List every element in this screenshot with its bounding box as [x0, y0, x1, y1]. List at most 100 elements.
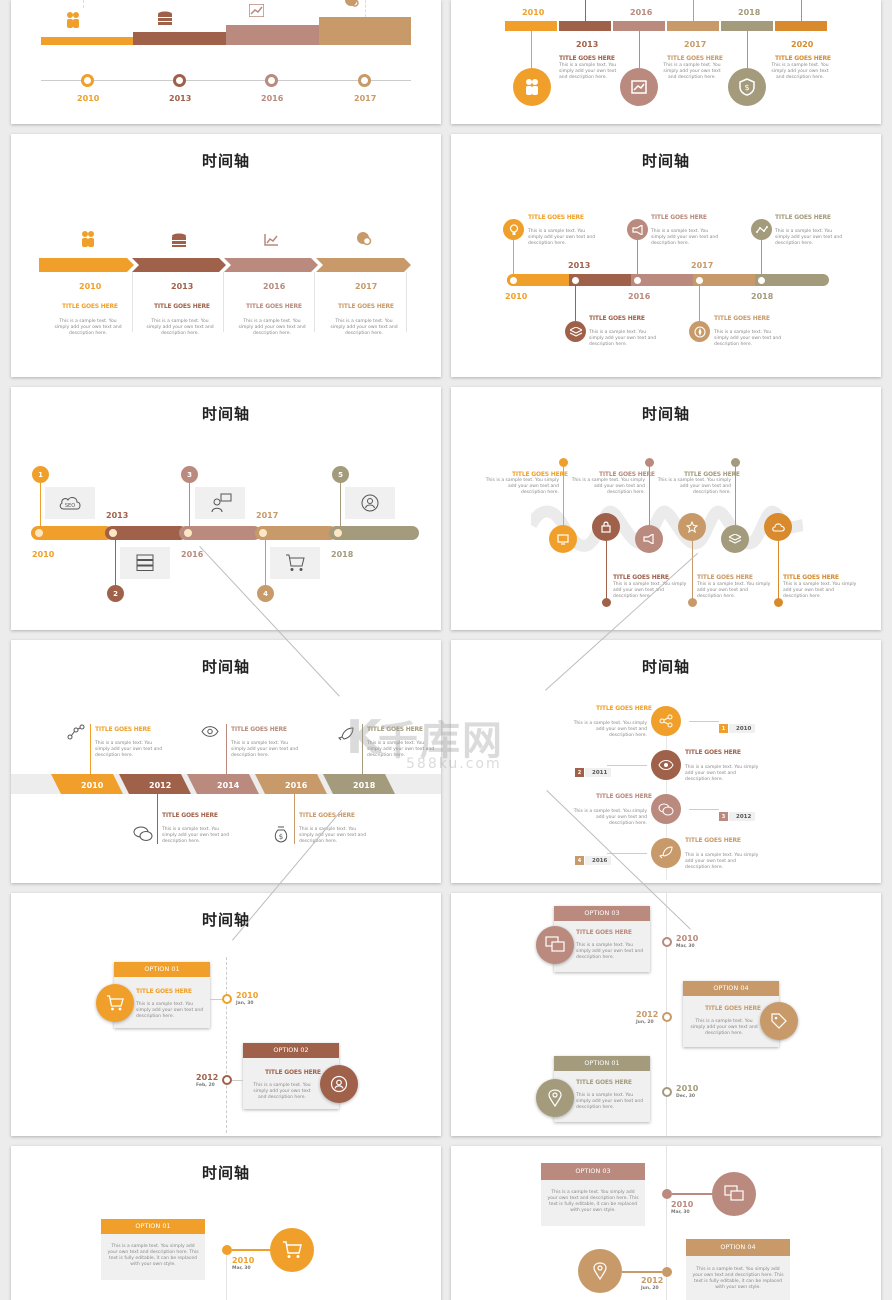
- bulb-circle[interactable]: [503, 219, 524, 240]
- slide-7[interactable]: 时间轴 2010 2012 2014 2016 2018 TITLE GOES …: [11, 640, 441, 883]
- option-card-02[interactable]: OPTION 02 TITLE GOES HERE This is a samp…: [243, 1043, 339, 1109]
- location-circle[interactable]: [578, 1249, 622, 1293]
- money-bag-icon: $: [274, 826, 288, 843]
- megaphone-circle[interactable]: [627, 219, 648, 240]
- year-label: 2016: [261, 94, 284, 103]
- server-box[interactable]: [120, 547, 170, 579]
- lock-circle[interactable]: [592, 513, 620, 541]
- year-label: 2013: [171, 282, 194, 291]
- timeline-dot-2018[interactable]: [756, 275, 767, 286]
- timeline-dot-2018[interactable]: [332, 527, 344, 539]
- item-text: This is a sample text. You simply add yo…: [146, 319, 214, 336]
- timeline-dot-2010[interactable]: [81, 74, 94, 87]
- monitor-circle[interactable]: [549, 525, 577, 553]
- step-number-5[interactable]: 5: [332, 466, 349, 483]
- timeline-dot[interactable]: [662, 1087, 672, 1097]
- cart-circle[interactable]: [270, 1228, 314, 1272]
- item-title: TITLE GOES HERE: [599, 471, 655, 478]
- timeline-dot-2013[interactable]: [173, 74, 186, 87]
- tag-number: 1: [719, 724, 728, 733]
- slide-4[interactable]: 时间轴 2010 2013 2016 2017 2018 TITLE GOES …: [451, 134, 881, 377]
- timeline-dot-2017[interactable]: [694, 275, 705, 286]
- cart-box[interactable]: [270, 547, 320, 579]
- timeline-dot[interactable]: [662, 1012, 672, 1022]
- step-number-4[interactable]: 4: [257, 585, 274, 602]
- seo-box[interactable]: SEO: [45, 487, 95, 519]
- timeline-dot-2016[interactable]: [182, 527, 194, 539]
- slide-5[interactable]: 时间轴 2010 2013 2016 2017 2018 1 3 5 2 4 S…: [11, 387, 441, 630]
- layers-circle[interactable]: [565, 321, 586, 342]
- slide-11[interactable]: 时间轴 OPTION 01 This is a sample text. You…: [11, 1146, 441, 1300]
- timeline-dot[interactable]: [662, 1267, 672, 1277]
- target-user-box[interactable]: [345, 487, 395, 519]
- coins-icon: [158, 11, 172, 25]
- timeline-dot-2013[interactable]: [107, 527, 119, 539]
- timeline-dot[interactable]: [222, 1075, 232, 1085]
- timeline-dot[interactable]: [662, 1189, 672, 1199]
- compass-circle[interactable]: [689, 321, 710, 342]
- step-number-1[interactable]: 1: [32, 466, 49, 483]
- svg-text:$: $: [744, 83, 749, 92]
- cloud-circle[interactable]: [764, 513, 792, 541]
- eye-circle[interactable]: [651, 750, 681, 780]
- slide-12[interactable]: OPTION 03 This is a sample text. You sim…: [451, 1146, 881, 1300]
- year-label: 2012: [736, 814, 752, 820]
- slide-3[interactable]: 时间轴 2010 2013 2016 2017 TITLE GOES HERE …: [11, 134, 441, 377]
- location-circle[interactable]: [536, 1079, 574, 1117]
- item-title: TITLE GOES HERE: [596, 793, 652, 800]
- item-text: This is a sample text. You simply add yo…: [95, 741, 163, 758]
- network-circle[interactable]: [651, 706, 681, 736]
- chart-circle[interactable]: [620, 68, 658, 106]
- people-circle[interactable]: [513, 68, 551, 106]
- tag-circle[interactable]: [760, 1002, 798, 1040]
- slide-2[interactable]: 2010 2016 2018 2013 2017 2020 $ TITLE GO…: [451, 0, 881, 124]
- timeline-dot-2010[interactable]: [33, 527, 45, 539]
- dot-connector: [232, 1080, 243, 1081]
- chat-circle[interactable]: [536, 926, 574, 964]
- vertical-axis: [226, 1246, 227, 1300]
- year-label: 2012: [149, 781, 172, 790]
- timeline-dot[interactable]: [222, 994, 232, 1004]
- item-text: This is a sample text. You simply add yo…: [576, 1093, 644, 1110]
- cart-circle[interactable]: [96, 984, 134, 1022]
- slide-9[interactable]: 时间轴 OPTION 01 TITLE GOES HERE This is a …: [11, 893, 441, 1136]
- network-icon: [755, 225, 768, 233]
- chat-user-box[interactable]: [195, 487, 245, 519]
- step-number-2[interactable]: 2: [107, 585, 124, 602]
- timeline-dot-2017[interactable]: [257, 527, 269, 539]
- timeline-dot-2013[interactable]: [570, 275, 581, 286]
- layers-circle[interactable]: [721, 525, 749, 553]
- item-title: TITLE GOES HERE: [246, 303, 302, 310]
- shield-dollar-icon: $: [739, 78, 755, 96]
- network-circle[interactable]: [751, 219, 772, 240]
- slide-8[interactable]: 时间轴 TITLE GOES HERE This is a sample tex…: [451, 640, 881, 883]
- chat-circle[interactable]: [712, 1172, 756, 1216]
- dot-connector: [210, 999, 222, 1000]
- slide-6[interactable]: 时间轴 TITLE GOES HERE This is a sample tex…: [451, 387, 881, 630]
- timeline-dot-2017[interactable]: [358, 74, 371, 87]
- option-card-04[interactable]: OPTION 04 TITLE GOES HERE This is a samp…: [683, 981, 779, 1047]
- star-circle[interactable]: [678, 513, 706, 541]
- coins-icon: [172, 233, 186, 247]
- item-title: TITLE GOES HERE: [367, 726, 423, 733]
- slide-1[interactable]: 2010 2013 2016 2017: [11, 0, 441, 124]
- slide-10[interactable]: OPTION 03 TITLE GOES HERE This is a samp…: [451, 893, 881, 1136]
- year-label: 2018: [353, 781, 376, 790]
- chat-circle[interactable]: [651, 794, 681, 824]
- timeline-dot-2016[interactable]: [265, 74, 278, 87]
- user-target-circle[interactable]: [320, 1065, 358, 1103]
- year-label: 2014: [217, 781, 240, 790]
- connector: [693, 0, 694, 21]
- shield-circle[interactable]: $: [728, 68, 766, 106]
- eye-icon: [658, 760, 674, 770]
- rocket-circle[interactable]: [651, 838, 681, 868]
- item-text: This is a sample text. You simply add yo…: [651, 229, 719, 246]
- timeline-dot-2010[interactable]: [508, 275, 519, 286]
- step-number-3[interactable]: 3: [181, 466, 198, 483]
- megaphone-icon: [643, 534, 654, 544]
- timeline-dot[interactable]: [662, 937, 672, 947]
- item-text: This is a sample text. You simply add yo…: [367, 741, 435, 758]
- timeline-dot-2016[interactable]: [632, 275, 643, 286]
- megaphone-circle[interactable]: [635, 525, 663, 553]
- timeline-dot[interactable]: [222, 1245, 232, 1255]
